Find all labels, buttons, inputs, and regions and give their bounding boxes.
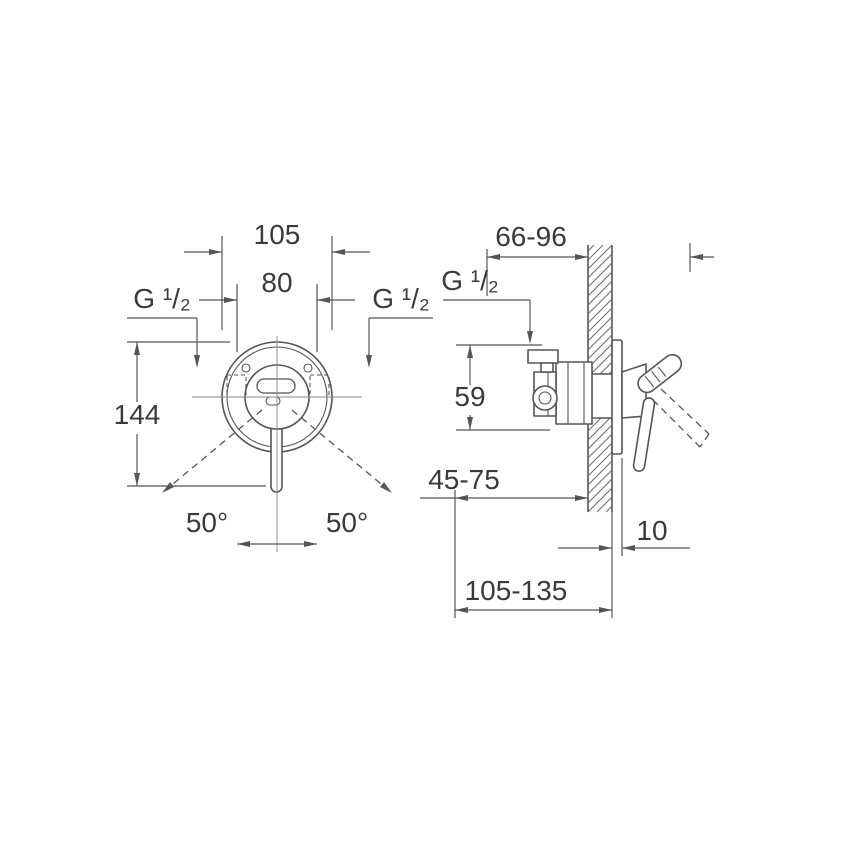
- dim-width-ports: 80: [199, 267, 355, 352]
- dim-plate-gap: 10: [558, 458, 690, 618]
- dim-swing-angles: 50° 50°: [186, 507, 368, 547]
- dim-label-66-96: 66-96: [495, 221, 567, 252]
- dim-height-overall: 144: [114, 341, 266, 487]
- dim-width-overall: 105: [184, 219, 370, 330]
- dim-label-80: 80: [261, 267, 292, 298]
- wall-hatching: [587, 244, 613, 513]
- thread-label-side: G ¹/₂: [441, 265, 499, 296]
- screw-right-icon: [303, 363, 313, 373]
- dim-label-59: 59: [454, 381, 485, 412]
- side-port-inner-circle: [538, 391, 552, 405]
- dim-label-45-75: 45-75: [428, 464, 500, 495]
- side-view: 66-96 G ¹/₂ 59 45-75: [420, 221, 714, 618]
- swing-line-left: [161, 409, 263, 494]
- thread-callout-side: G ¹/₂: [441, 265, 533, 344]
- dim-label-105: 105: [254, 219, 301, 250]
- side-port-circle: [532, 385, 558, 411]
- angle-label-right: 50°: [326, 507, 368, 538]
- screw-left-icon: [241, 363, 251, 373]
- top-inlet-neck: [540, 362, 554, 373]
- dim-label-105-135: 105-135: [465, 575, 568, 606]
- front-view: 105 80 G ¹/₂ G ¹/₂: [114, 219, 433, 552]
- grip-knurling: [644, 366, 667, 388]
- arrowhead: [380, 482, 392, 493]
- valve-body-side: [527, 339, 710, 472]
- lever-swing-dashed-bottom: [652, 399, 701, 448]
- top-inlet-cap: [527, 349, 559, 364]
- wall-sleeve: [589, 373, 615, 419]
- handle-grip: [637, 353, 683, 394]
- escutcheon-plate-side: [611, 339, 623, 455]
- dim-label-144: 144: [114, 399, 161, 430]
- hub-slot: [256, 378, 296, 394]
- thread-label-right: G ¹/₂: [372, 283, 430, 314]
- swing-line-right: [291, 409, 393, 494]
- angle-label-left: 50°: [186, 507, 228, 538]
- dim-label-10: 10: [636, 515, 667, 546]
- lever-swing-dashed-top: [660, 388, 710, 435]
- dim-port-offset: 59: [454, 344, 550, 431]
- thread-label-left: G ¹/₂: [133, 283, 191, 314]
- lever-swing-dashed-cap: [699, 433, 710, 448]
- dim-depth-to-axis: 45-75: [420, 464, 588, 618]
- dim-mounting-depth: 66-96: [486, 221, 714, 296]
- arrowhead: [162, 482, 174, 493]
- thread-callout-left: G ¹/₂: [127, 283, 200, 368]
- dim-overall-depth: 105-135: [455, 575, 612, 613]
- cartridge-housing: [555, 361, 593, 425]
- thread-callout-right: G ¹/₂: [366, 283, 433, 368]
- lever-handle-side: [632, 397, 656, 472]
